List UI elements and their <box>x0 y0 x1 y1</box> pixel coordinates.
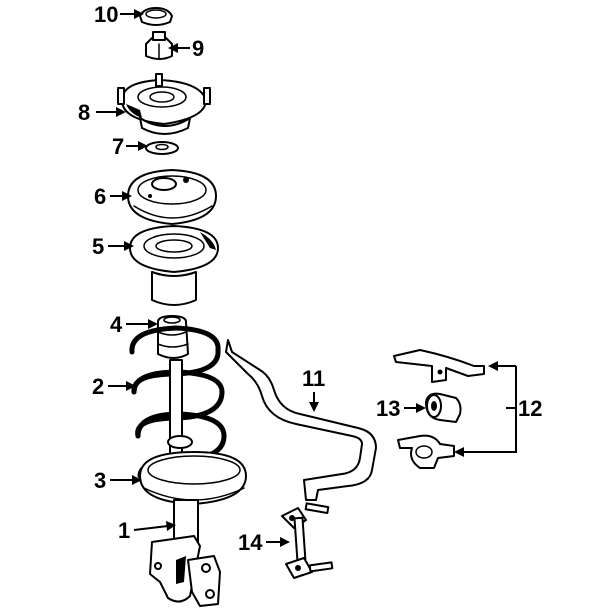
part-14-stabilizer-link <box>281 502 334 579</box>
callout-5: 5 <box>92 234 104 259</box>
part-10-dust-cap <box>139 7 173 26</box>
part-8-strut-mount <box>117 73 211 135</box>
callout-8: 8 <box>78 100 90 125</box>
callout-12: 12 <box>518 396 542 421</box>
callout-1: 1 <box>118 518 130 543</box>
callout-3: 3 <box>94 468 106 493</box>
part-11-stabilizer-bar <box>225 339 377 501</box>
part-7-washer <box>145 141 179 155</box>
callout-9: 9 <box>192 36 204 61</box>
part-13-bushing <box>425 392 462 423</box>
part-1-strut <box>149 499 221 607</box>
part-5-insulator <box>129 225 219 306</box>
part-6-bearing <box>127 169 217 225</box>
part-4-bump-stop <box>157 315 189 359</box>
callout-6: 6 <box>94 184 106 209</box>
callout-13: 13 <box>376 396 400 421</box>
callout-10: 10 <box>94 2 118 27</box>
part-12-bracket-lower <box>397 434 455 469</box>
part-3-lower-seat <box>139 435 247 505</box>
callout-11: 11 <box>302 366 325 391</box>
callout-7: 7 <box>112 134 124 159</box>
part-12-bracket-upper <box>393 349 485 383</box>
callout-labels: 10 9 8 7 6 5 4 2 3 1 11 13 12 14 <box>78 2 542 555</box>
leader-lines <box>96 9 517 547</box>
callout-14: 14 <box>238 530 263 555</box>
part-9-nut <box>145 31 173 60</box>
callout-4: 4 <box>110 312 123 337</box>
callout-2: 2 <box>92 374 104 399</box>
